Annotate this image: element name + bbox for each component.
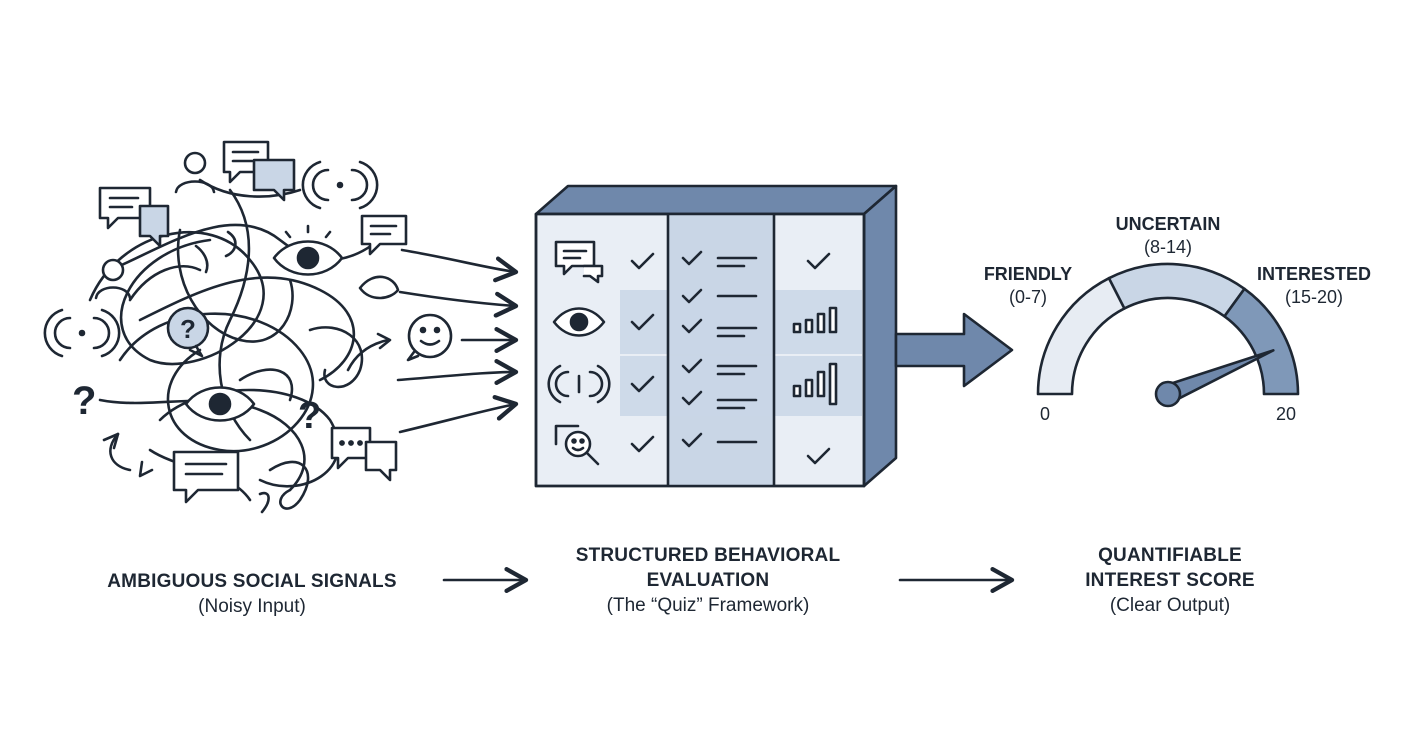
question-mark-icon: ? — [180, 314, 196, 344]
box-top-face — [534, 184, 898, 216]
check-icon — [681, 390, 703, 406]
zone-name: UNCERTAIN — [1115, 214, 1221, 234]
input-arrow — [398, 290, 519, 318]
chat-bubble-icon — [172, 450, 240, 504]
framework-checks — [630, 250, 838, 465]
bars-large-icon — [792, 362, 838, 406]
stage-title-line1: QUANTIFIABLE — [1098, 545, 1242, 566]
face-squiggle — [224, 230, 237, 258]
stage-output-caption: QUANTIFIABLE INTEREST SCORE (Clear Outpu… — [1060, 543, 1280, 618]
gauge-max-label: 20 — [1276, 404, 1297, 424]
eye-icon — [272, 224, 344, 276]
question-mark-icon: ? — [298, 395, 321, 437]
highlight-row-eye — [620, 290, 862, 354]
chat-bubble-icon — [98, 186, 152, 230]
zone-name: INTERESTED — [1256, 264, 1371, 284]
broadcast-icon — [301, 160, 379, 210]
zone-range: (0-7) — [1008, 287, 1047, 307]
stage-title-line2: EVALUATION — [646, 570, 770, 591]
eye-icon — [552, 307, 606, 337]
chat-bubble-icon — [364, 440, 398, 482]
typing-bubble-icon — [330, 426, 372, 470]
check-icon — [630, 435, 655, 453]
chat-bubbles-icon — [554, 240, 604, 284]
gauge-zone-uncertain: UNCERTAIN (8-14) — [1100, 213, 1236, 259]
curved-arrow-icon — [346, 332, 392, 372]
check-icon — [630, 375, 655, 393]
gauge-segment-interested — [1223, 287, 1300, 396]
stage-title-line2: INTEREST SCORE — [1085, 570, 1255, 591]
gauge-hub — [1154, 380, 1182, 408]
chat-bubble-filled-icon — [252, 158, 296, 202]
stage-input-caption: AMBIGUOUS SOCIAL SIGNALS (Noisy Input) — [82, 569, 422, 619]
zone-name: FRIENDLY — [983, 264, 1073, 284]
stage-subtitle: (Clear Output) — [1109, 595, 1231, 616]
broadcast-icon — [43, 308, 121, 358]
question-bubble-icon — [166, 306, 210, 358]
check-icon — [681, 318, 703, 334]
input-arrow — [396, 359, 519, 386]
check-icon — [806, 252, 831, 270]
box-side-face — [862, 184, 898, 488]
person-icon — [174, 151, 216, 194]
stage-subtitle: (Noisy Input) — [198, 596, 306, 617]
stage-title: AMBIGUOUS SOCIAL SIGNALS — [107, 571, 397, 592]
check-icon — [630, 313, 655, 331]
gauge-min-label: 0 — [1040, 404, 1051, 424]
cycle-arrows-icon — [102, 432, 154, 478]
noisy-signals-cluster: ? ? ? — [43, 140, 453, 514]
gauge-segment-uncertain — [1107, 262, 1246, 318]
gauge-zone-friendly: FRIENDLY (0-7) — [968, 263, 1088, 309]
check-icon — [681, 432, 703, 448]
person-icon — [94, 258, 132, 300]
input-arrows — [396, 248, 519, 434]
stage-title-line1: STRUCTURED BEHAVIORAL — [575, 545, 841, 566]
smiley-bubble-icon — [406, 313, 453, 362]
check-icon — [806, 447, 831, 465]
squiggle — [258, 491, 270, 514]
check-icon — [681, 250, 703, 266]
broadcast-icon — [547, 364, 611, 404]
stage-subtitle: (The “Quiz” Framework) — [606, 595, 810, 616]
face-squiggle — [194, 244, 209, 274]
check-icon — [681, 358, 703, 374]
question-mark-icon: ? — [72, 379, 96, 423]
stage-framework-caption: STRUCTURED BEHAVIORAL EVALUATION (The “Q… — [548, 543, 868, 618]
chat-bubble-filled-icon — [138, 204, 170, 248]
input-arrow — [400, 248, 519, 283]
input-arrow — [398, 395, 519, 434]
check-icon — [681, 288, 703, 304]
output-arrow — [894, 312, 1014, 388]
bars-small-icon — [792, 306, 838, 334]
check-icon — [630, 252, 655, 270]
chat-bubble-icon — [360, 214, 408, 256]
eye-icon — [184, 386, 256, 422]
face-search-icon — [554, 424, 600, 466]
interest-gauge — [1036, 262, 1300, 408]
framework-row-icons — [547, 240, 611, 466]
face-squiggle — [358, 275, 400, 300]
gauge-zone-interested: INTERESTED (15-20) — [1244, 263, 1384, 309]
zone-range: (8-14) — [1143, 237, 1192, 257]
zone-range: (15-20) — [1284, 287, 1344, 307]
